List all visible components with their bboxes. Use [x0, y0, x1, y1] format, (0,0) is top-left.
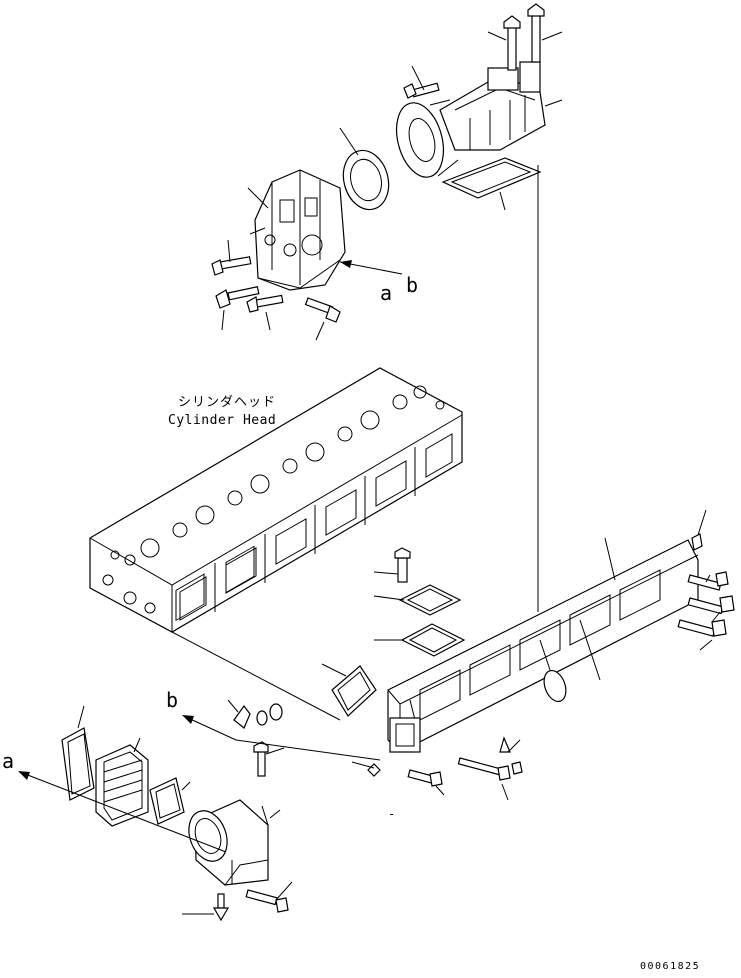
heater-assembly [95, 737, 149, 827]
dash-mark: - [388, 807, 396, 821]
lower-bolts [182, 741, 293, 922]
view-label-a-lower: a [2, 749, 15, 773]
manifold-side-gasket [321, 663, 377, 717]
cylinder-head [89, 367, 463, 633]
manifold-covers [373, 547, 466, 657]
drawing-code: 00061825 [640, 961, 701, 972]
manifold-bolts [677, 509, 735, 651]
view-arrow-ab-upper [339, 260, 403, 275]
flange-gasket [339, 127, 390, 211]
view-label-a-upper: a [380, 281, 393, 305]
housing-bolts [211, 239, 341, 341]
sensor-hardware [227, 699, 283, 729]
thermostat-housing [247, 169, 346, 291]
view-arrow-b-lower [182, 715, 237, 741]
top-bolts [403, 3, 563, 107]
view-arrow-a-lower [18, 771, 227, 853]
cylinder-head-label-en: Cylinder Head [168, 413, 277, 428]
thermostat-outlet-assembly [395, 61, 546, 178]
cylinder-head-label-jp: シリンダヘッド [178, 395, 277, 410]
reference-line-lower [235, 739, 381, 761]
heater-gaskets [61, 705, 191, 825]
cylinder-head-bosses [110, 385, 445, 566]
outlet-gasket [441, 157, 542, 211]
lower-manifold-hardware [351, 736, 523, 801]
view-label-b-lower: b [166, 688, 179, 712]
reference-line-head [171, 631, 341, 721]
view-label-b-upper: b [406, 273, 419, 297]
intake-connector [188, 799, 269, 886]
